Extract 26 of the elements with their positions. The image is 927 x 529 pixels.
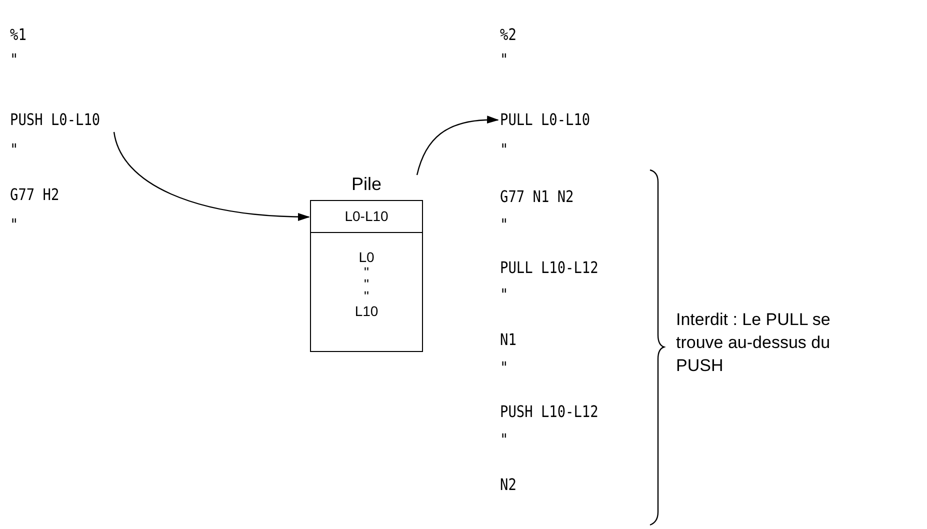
stack-entry: L0-L10 <box>344 208 388 224</box>
ditto-mark: " <box>10 50 18 70</box>
ditto-mark: " <box>500 285 508 305</box>
code-line: G77 H2 <box>10 185 60 205</box>
ditto-mark: " <box>10 140 18 160</box>
stack-title: Pile <box>350 174 382 195</box>
ditto-mark: " <box>10 215 18 235</box>
ditto-mark: " <box>500 50 508 70</box>
arrow <box>113 132 310 221</box>
code-line: PUSH L10-L12 <box>500 402 598 422</box>
arrow <box>416 116 499 176</box>
stack-entry: L0 <box>358 249 374 265</box>
code-line: G77 N1 N2 <box>500 187 574 207</box>
ditto-mark: " <box>500 215 508 235</box>
ditto-mark: " <box>500 358 508 378</box>
note-text: Interdit : Le PULL se trouve au-dessus du PUSH <box>676 309 832 377</box>
ditto-mark: N2 <box>500 475 516 495</box>
code-line: PULL L10-L12 <box>500 258 598 278</box>
ditto-mark: N1 <box>500 330 516 350</box>
stack-entry: L10 <box>354 303 378 319</box>
ditto-mark: %2 <box>500 25 516 45</box>
ditto-mark: " <box>500 140 508 160</box>
ditto-mark: %1 <box>10 25 26 45</box>
ditto-mark: " <box>500 430 508 450</box>
code-line: PUSH L0-L10 <box>10 110 102 130</box>
code-line: PULL L0-L10 <box>500 110 592 130</box>
